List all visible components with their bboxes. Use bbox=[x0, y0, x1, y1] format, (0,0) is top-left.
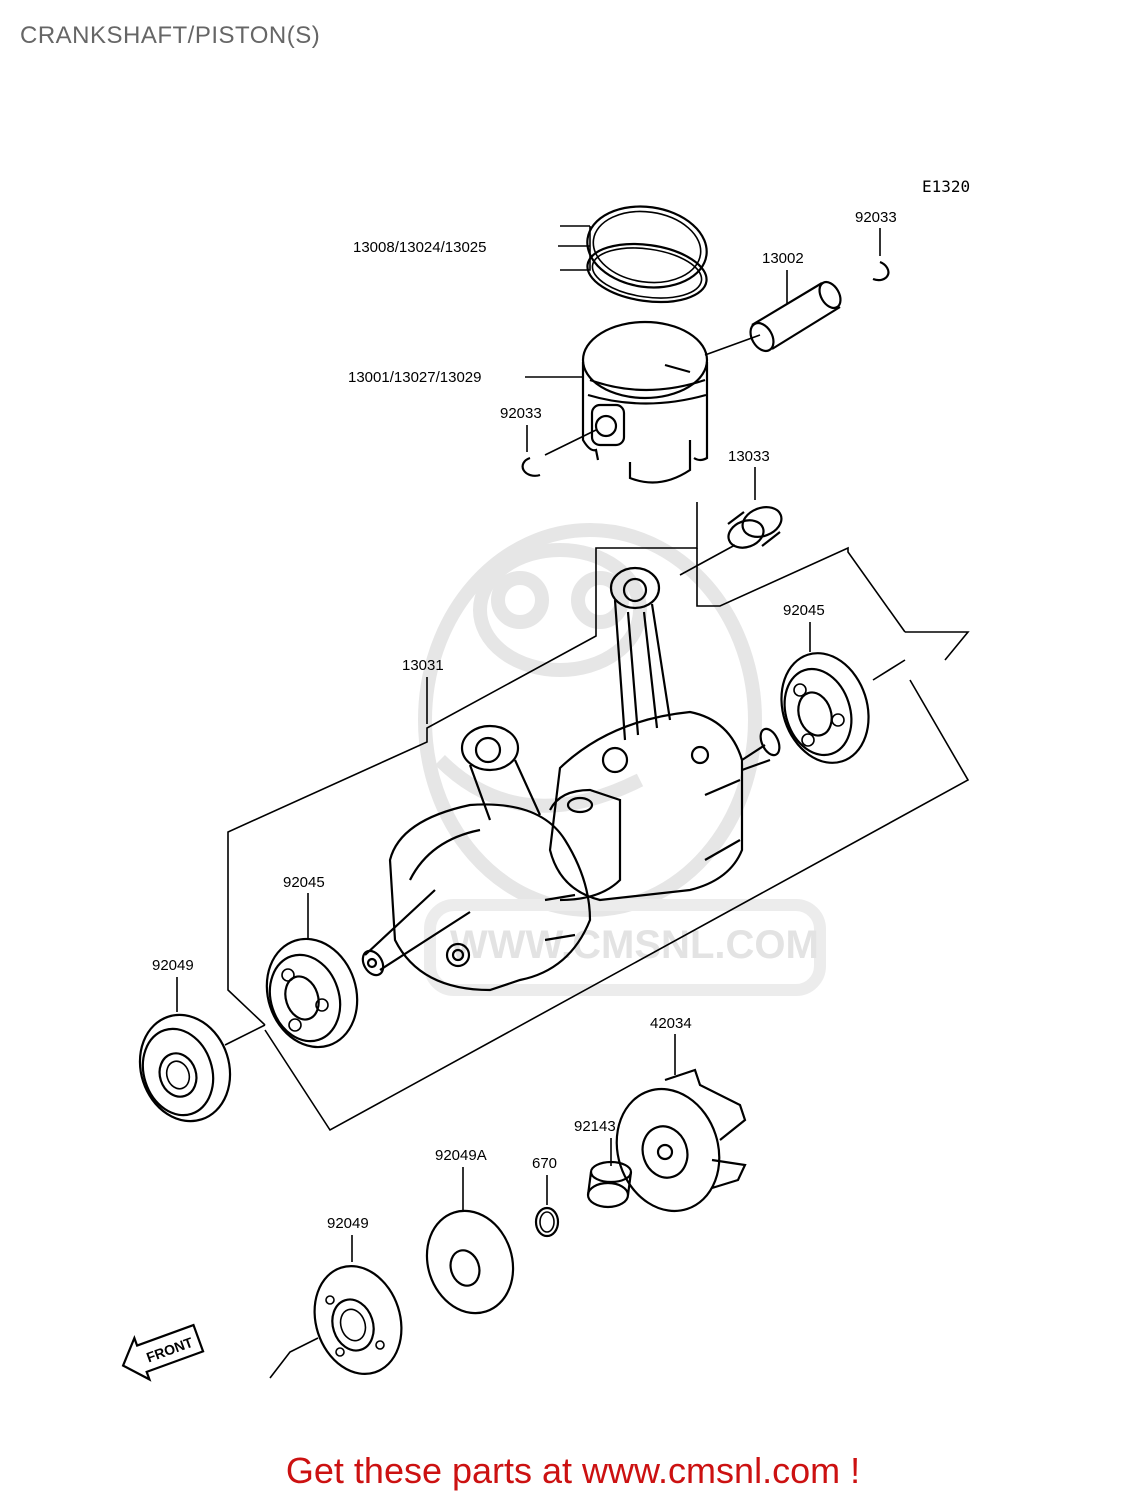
label-seal-a: 92049A bbox=[435, 1147, 487, 1164]
impeller-drawing bbox=[615, 1068, 747, 1213]
label-bearing-left: 92045 bbox=[283, 874, 325, 891]
label-crankshaft: 13031 bbox=[402, 657, 444, 674]
label-pin-clip-left: 92033 bbox=[500, 405, 542, 422]
pin-clip-left-drawing bbox=[521, 456, 541, 477]
label-seal-left: 92049 bbox=[152, 957, 194, 974]
seal-a-drawing bbox=[425, 1209, 515, 1315]
label-piston: 13001/13027/13029 bbox=[348, 369, 481, 386]
seal-left-drawing bbox=[138, 1013, 232, 1123]
front-arrow: FRONT bbox=[121, 1323, 205, 1382]
label-oring: 670 bbox=[532, 1155, 557, 1172]
label-collar: 92143 bbox=[574, 1118, 616, 1135]
label-needle-bearing: 13033 bbox=[728, 448, 770, 465]
seal-bottom-drawing bbox=[313, 1265, 403, 1375]
watermark-text: WWW.CMSNL.COM bbox=[450, 923, 819, 967]
collar-drawing bbox=[586, 1160, 633, 1209]
piston-rings-drawing bbox=[586, 205, 708, 304]
pin-clip-top-drawing bbox=[872, 260, 890, 282]
page-title: CRANKSHAFT/PISTON(S) bbox=[20, 22, 321, 49]
oring-drawing bbox=[534, 1206, 560, 1238]
piston-drawing bbox=[581, 320, 709, 484]
label-seal-bottom: 92049 bbox=[327, 1215, 369, 1232]
label-pin-clip-top: 92033 bbox=[855, 209, 897, 226]
needle-bearing-drawing bbox=[727, 506, 783, 549]
label-rings: 13008/13024/13025 bbox=[353, 239, 486, 256]
bearing-right-drawing bbox=[780, 652, 870, 764]
label-impeller: 42034 bbox=[650, 1015, 692, 1032]
watermark: WWW.CMSNL.COM bbox=[418, 523, 826, 996]
diagram-code: E1320 bbox=[922, 177, 970, 196]
front-arrow-text: FRONT bbox=[144, 1334, 195, 1366]
piston-pin-drawing bbox=[749, 280, 842, 353]
label-bearing-right: 92045 bbox=[783, 602, 825, 619]
footer-link[interactable]: Get these parts at www.cmsnl.com ! bbox=[285, 1450, 861, 1491]
label-pin: 13002 bbox=[762, 250, 804, 267]
crankshaft-drawing bbox=[361, 566, 781, 992]
parts-diagram: WWW.CMSNL.COM E1320 13008/13024/13025 92… bbox=[121, 177, 970, 1382]
bearing-left-drawing bbox=[265, 937, 359, 1049]
